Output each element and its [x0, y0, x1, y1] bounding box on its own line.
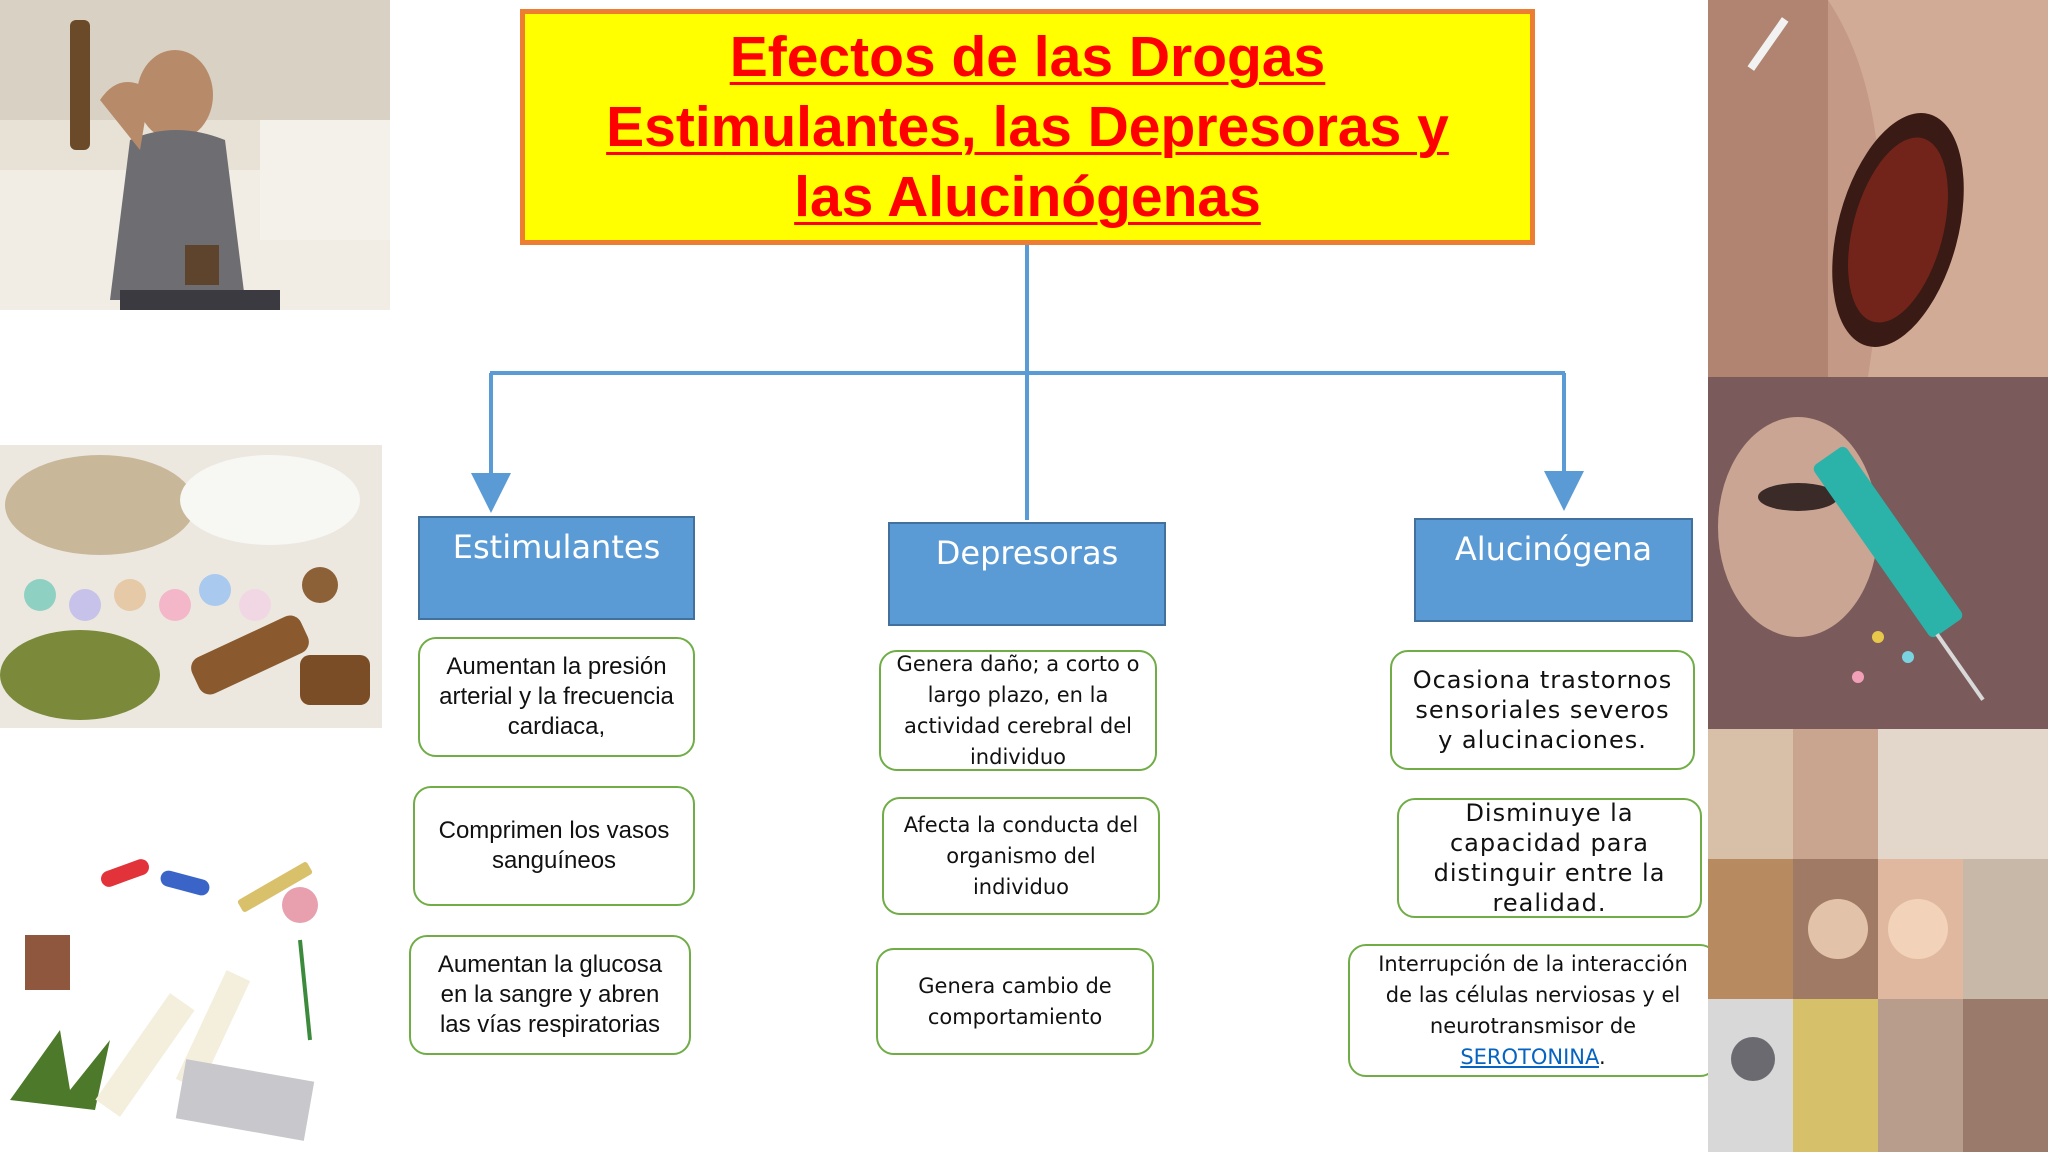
category-estimulantes: Estimulantes	[418, 516, 695, 620]
title-line-2: Estimulantes, las Depresoras y	[606, 95, 1449, 159]
category-alucinogena: Alucinógena	[1414, 518, 1693, 622]
title-line-1: Efectos de las Drogas	[729, 25, 1326, 89]
photo-drugs-collage	[0, 840, 385, 1152]
photo-man-drinking	[0, 0, 390, 310]
photo-injured-arm	[1708, 0, 2048, 377]
effect-estimulantes-2: Comprimen los vasos sanguíneos	[413, 786, 695, 906]
effect-depresoras-3: Genera cambio de comportamiento	[876, 948, 1154, 1055]
page-title: Efectos de las Drogas Estimulantes, las …	[606, 22, 1449, 232]
photo-faces-collage	[1708, 729, 2048, 1152]
title-box: Efectos de las Drogas Estimulantes, las …	[520, 9, 1535, 245]
effect-alucinogena-3-prefix: Interrupción de la interacción de las cé…	[1378, 951, 1688, 1038]
effect-alucinogena-3-suffix: .	[1599, 1044, 1606, 1069]
effect-depresoras-1: Genera daño; a corto o largo plazo, en l…	[879, 650, 1157, 771]
effect-estimulantes-3: Aumentan la glucosa en la sangre y abren…	[409, 935, 691, 1055]
photo-syringe	[1708, 377, 2048, 729]
category-depresoras: Depresoras	[888, 522, 1166, 626]
effect-alucinogena-3-text: Interrupción de la interacción de las cé…	[1364, 949, 1702, 1073]
effect-alucinogena-3: Interrupción de la interacción de las cé…	[1348, 944, 1718, 1077]
title-line-3: las Alucinógenas	[794, 165, 1261, 229]
effect-alucinogena-1: Ocasiona trastornos sensoriales severos …	[1390, 650, 1695, 770]
effect-estimulantes-1: Aumentan la presión arterial y la frecue…	[418, 637, 695, 757]
effect-alucinogena-2: Disminuye la capacidad para distinguir e…	[1397, 798, 1702, 918]
serotonina-link[interactable]: SEROTONINA	[1460, 1044, 1599, 1069]
photo-drugs-pile	[0, 445, 382, 728]
effect-depresoras-2: Afecta la conducta del organismo del ind…	[882, 797, 1160, 915]
